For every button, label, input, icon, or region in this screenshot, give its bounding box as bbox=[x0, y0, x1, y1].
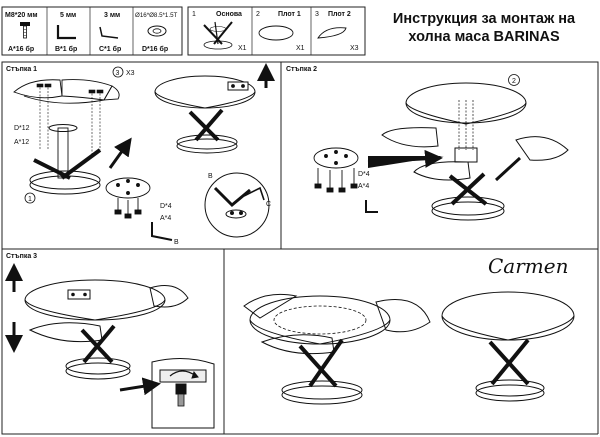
round-top-icon bbox=[258, 25, 294, 41]
step-1-detail-b: B bbox=[208, 173, 213, 180]
bolt-code: A*16 бр bbox=[8, 45, 34, 53]
step-1-a-label-2: A*4 bbox=[160, 215, 171, 222]
step-1-panel: Стъпка 1 3 X3 D*12 A*12 bbox=[6, 63, 275, 246]
final-panel: Carmen bbox=[243, 254, 575, 405]
step-1-base bbox=[29, 124, 102, 195]
part-round-top: 2 Плот 1 X1 bbox=[256, 11, 305, 52]
hex-key-icon bbox=[56, 25, 76, 40]
step-3-zoom-arrow bbox=[119, 377, 161, 396]
bolt-spec: M8*20 мм bbox=[5, 12, 38, 19]
step-1-key-b: B bbox=[174, 239, 179, 246]
hex-key-code: B*1 бр bbox=[55, 45, 77, 53]
hardware-item-bolt: M8*20 мм A*16 бр bbox=[5, 12, 38, 53]
step-2-top-number: 2 bbox=[512, 78, 516, 85]
brand-logo: Carmen bbox=[488, 254, 568, 278]
hex-key-spec: 5 мм bbox=[60, 12, 76, 19]
step-2-panel: Стъпка 2 2 bbox=[286, 66, 569, 221]
small-hex-key-code: C*1 бр bbox=[99, 45, 121, 53]
final-open-table bbox=[243, 293, 431, 405]
washer-icon bbox=[147, 25, 167, 37]
step-2-column bbox=[431, 100, 522, 221]
part-round-top-number: 2 bbox=[256, 11, 260, 18]
step-1-callout-qty: X3 bbox=[126, 70, 135, 77]
document-title: Инструкция за монтаж на холна маса BARIN… bbox=[372, 10, 596, 46]
part-base-qty: X1 bbox=[238, 45, 247, 52]
step-2-top-callout bbox=[508, 74, 520, 86]
step-2-arrow-wedge bbox=[368, 156, 444, 168]
step-1-callout-circle bbox=[112, 66, 124, 78]
part-wing-top-number: 3 bbox=[315, 11, 319, 18]
step-3-table bbox=[24, 279, 189, 380]
step-3-circle-detail bbox=[151, 358, 215, 429]
step-1-wings bbox=[13, 79, 120, 104]
step-2-wings bbox=[381, 127, 569, 181]
part-round-top-name: Плот 1 bbox=[278, 11, 301, 18]
step-1-assembled-table bbox=[154, 75, 256, 154]
step-2-d-label: D*4 bbox=[358, 171, 370, 178]
part-wing-top: 3 Плот 2 X3 bbox=[315, 11, 359, 52]
base-icon bbox=[203, 21, 233, 50]
step-1-a-label: A*12 bbox=[14, 139, 29, 146]
washer-spec: Ø16*Ø8.5*1.5T bbox=[135, 12, 178, 19]
hardware-panel: M8*20 мм A*16 бр 5 мм B*1 бр 3 мм bbox=[1, 6, 183, 56]
step-1-d-label-2: D*4 bbox=[160, 203, 172, 210]
step-1-bolts bbox=[36, 83, 104, 155]
parts-panel: 1 Основа X1 2 Плот 1 X1 3 Плот 2 bbox=[187, 6, 366, 56]
step-1-zoom-arrow bbox=[108, 137, 132, 169]
part-base-number: 1 bbox=[192, 11, 196, 18]
step-1-base-number: 1 bbox=[28, 196, 32, 203]
wing-top-icon bbox=[317, 27, 347, 39]
final-closed-table bbox=[441, 291, 575, 402]
hardware-item-hex-key: 5 мм B*1 бр bbox=[55, 12, 77, 53]
small-hex-key-spec: 3 мм bbox=[104, 12, 120, 19]
bolt-icon bbox=[20, 22, 30, 39]
hardware-item-small-hex-key: 3 мм C*1 бр bbox=[99, 12, 121, 53]
step-1-callout-number: 3 bbox=[116, 70, 120, 77]
step-1-key-c: C bbox=[266, 201, 271, 208]
hardware-item-washer: Ø16*Ø8.5*1.5T D*16 бр bbox=[135, 12, 178, 53]
part-round-top-qty: X1 bbox=[296, 45, 305, 52]
step-frames bbox=[1, 61, 599, 435]
washer-code: D*16 бр bbox=[142, 45, 168, 53]
step-1-circle-detail bbox=[204, 172, 270, 238]
part-wing-top-name: Плот 2 bbox=[328, 11, 351, 18]
step-2-bracket-detail bbox=[313, 147, 378, 213]
part-wing-top-qty: X3 bbox=[350, 45, 359, 52]
step-1-label: Стъпка 1 bbox=[6, 66, 37, 73]
step-2-a-label: A*4 bbox=[358, 183, 369, 190]
title-line-1: Инструкция за монтаж на bbox=[392, 11, 576, 27]
step-1-base-callout bbox=[24, 192, 36, 204]
title-line-2: холна маса BARINAS bbox=[408, 29, 560, 45]
small-hex-key-icon bbox=[99, 26, 119, 39]
step-1-bracket-detail bbox=[105, 177, 173, 241]
part-base: 1 Основа X1 bbox=[192, 11, 247, 52]
step-1-d-label: D*12 bbox=[14, 125, 30, 132]
part-base-name: Основа bbox=[216, 11, 242, 18]
step-3-label: Стъпка 3 bbox=[6, 253, 37, 260]
step-3-panel: Стъпка 3 bbox=[4, 253, 215, 429]
step-2-label: Стъпка 2 bbox=[286, 66, 317, 73]
